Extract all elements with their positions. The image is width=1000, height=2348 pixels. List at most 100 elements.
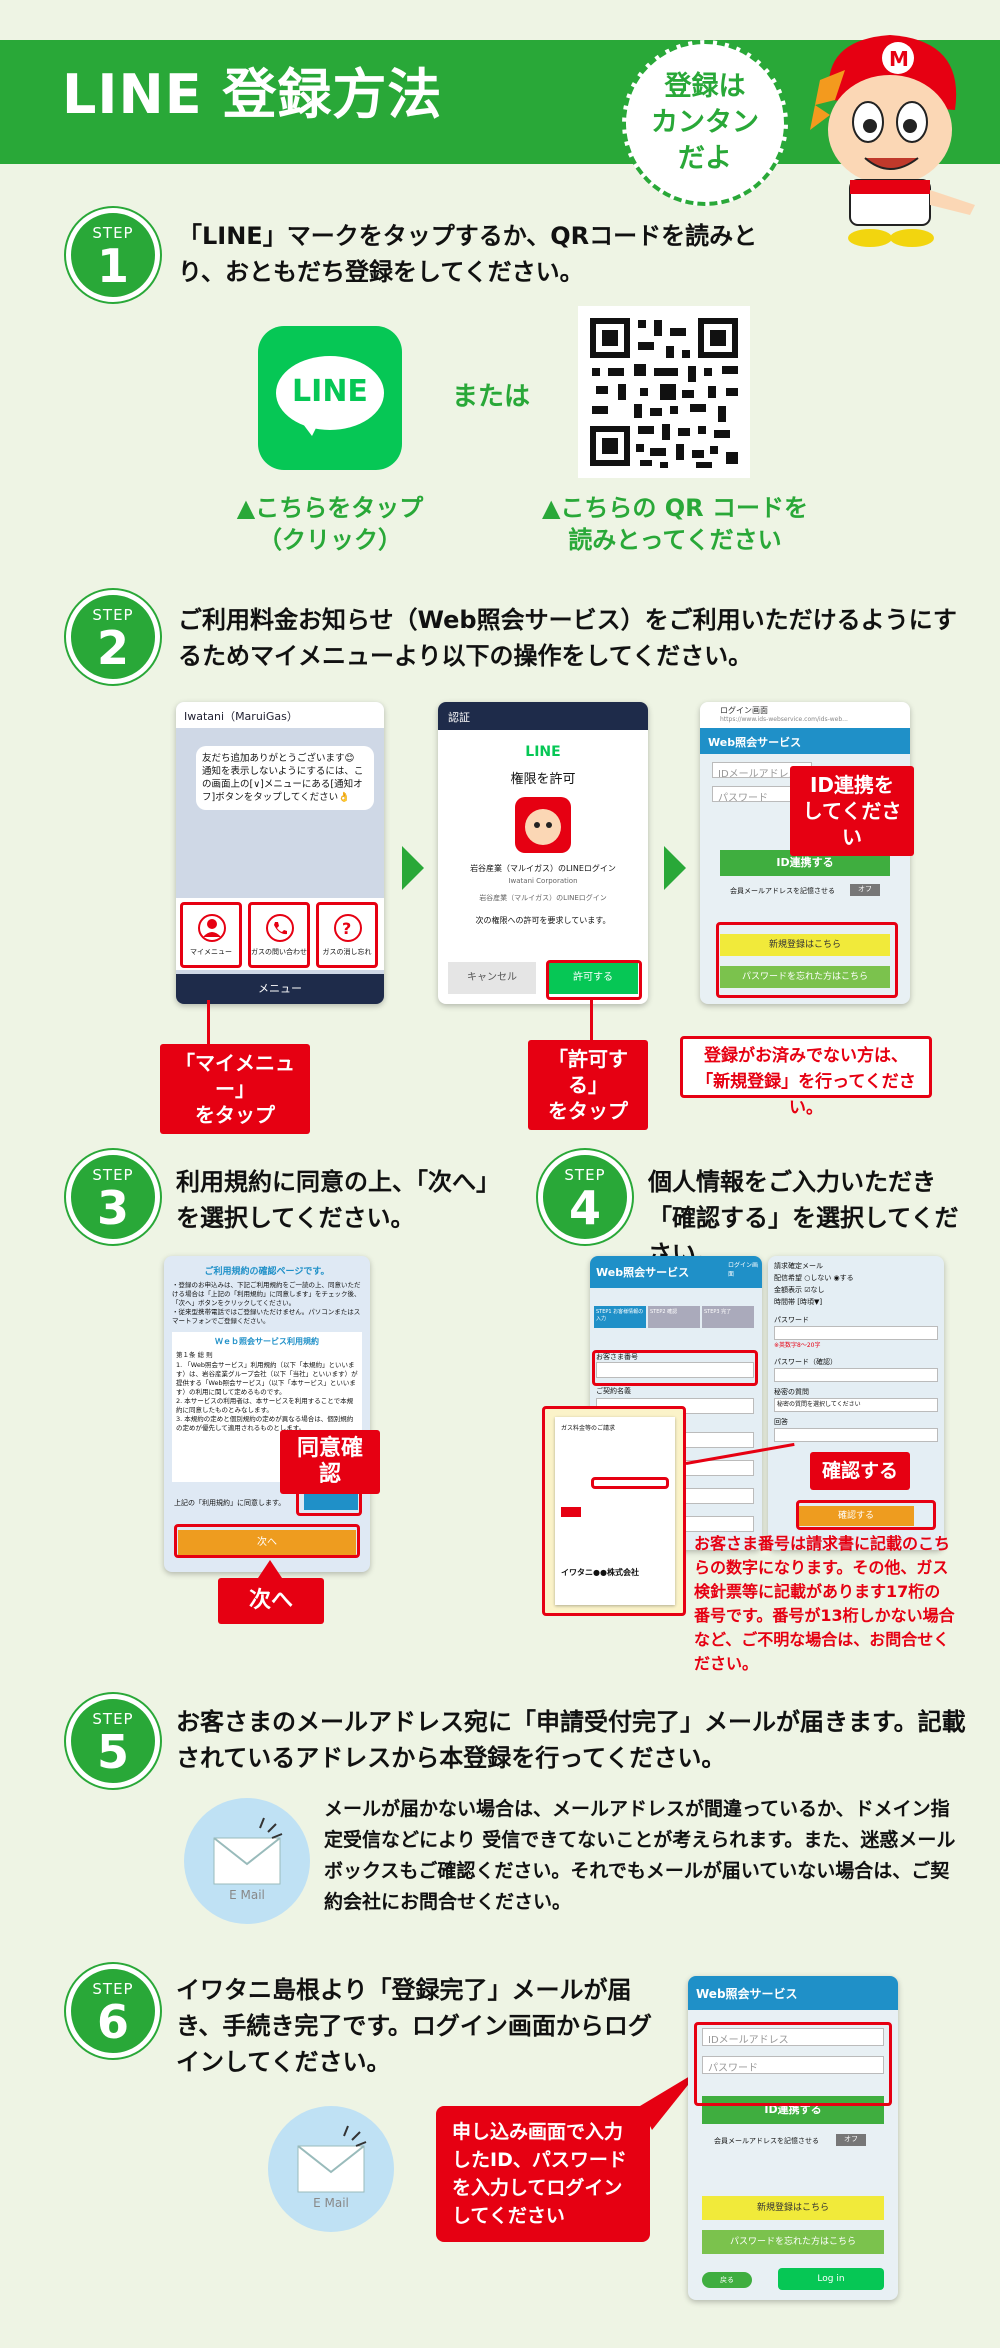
new-register-button[interactable]: 新規登録はこちら [720,934,890,956]
browser-url: https://www.ids-webservice.com/ids-web..… [720,716,848,723]
bill-number-highlight [591,1477,669,1489]
bill-company: イワタニ●●株式会社 [561,1568,639,1577]
arrow-right-1 [402,846,424,890]
info-title: Web照会サービス [590,1256,762,1288]
mascot-illustration: M [810,35,975,247]
tap-note: ▲こちらをタップ （クリック） [236,494,424,554]
final-password-input[interactable]: パスワード [702,2056,884,2074]
password-note: ※英数字8〜20字 [774,1342,821,1349]
mail-label: 請求確定メール [774,1262,823,1270]
next-button[interactable]: 次へ [178,1530,356,1556]
terms-chapter: 第１条 総 則 [176,1351,213,1359]
web-title: Web照会サービス [700,728,910,754]
mail-note: メールが届かない場合は、メールアドレスが間違っているか、ドメイン指定受信などによ… [324,1798,956,1913]
password-label: パスワード [774,1316,809,1324]
bubble-text: 登録は カンタン だよ [651,71,759,174]
auth-line-logo: LINE [525,744,561,760]
line-chat-screen: Iwatani（MaruiGas） 友だち追加ありがとうございます😊 通知を表示… [176,702,384,1004]
allow-highlight [546,960,642,1000]
customer-number-label: お客さま番号 [596,1353,638,1361]
final-remember-toggle[interactable]: オフ [836,2134,866,2146]
customer-number-highlight [592,1350,758,1386]
line-app-icon[interactable]: LINE [258,326,402,470]
menu-bar[interactable]: メニュー [176,974,384,1004]
secret-question-select[interactable]: 秘密の質問を選択してください [774,1398,938,1412]
agree-label: 上記の「利用規約」に同意します。 [174,1499,286,1507]
answer-input[interactable] [774,1428,938,1442]
question-icon: ? [334,914,362,942]
login-fields-highlight [694,2022,892,2106]
mail-options[interactable]: 配信希望 ○しない ◉する [774,1274,854,1282]
password-input-4[interactable] [774,1326,938,1340]
label-next: 次へ [218,1578,324,1624]
label-id-link: ID連携を してください [790,766,914,856]
mymenu-button[interactable]: マイメニュー [180,902,242,968]
step-5-text: お客さまのメールアドレス宛に「申請受付完了」メールが届きます。記載されているアド… [176,1708,966,1772]
contract-name-label: ご契約名義 [596,1387,631,1395]
agree-checkbox[interactable] [304,1494,358,1510]
flow-step-1: STEP1 お客様情報の入力 [594,1306,646,1328]
qr-code[interactable] [578,306,750,478]
line-logo-text: LINE [292,374,368,409]
confirm-highlight [796,1500,936,1530]
or-text: または [452,382,531,412]
callout-tip [258,1560,282,1578]
remember-label: 会員メールアドレスを記憶させる [730,887,835,895]
gas-forgot-button[interactable]: ? ガスの消し忘れ [316,902,378,968]
final-forgot-button[interactable]: パスワードを忘れた方はこちら [702,2230,884,2254]
arrow-right-2 [664,846,686,890]
auth-title: 権限を許可 [510,772,576,787]
auth-request: 次の権限への許可を要求しています。 [475,916,611,925]
step-6-text: イワタニ島根より「登録完了」メールが届き、手続き完了です。ログイン画面からログイ… [176,1976,652,2076]
display-option[interactable]: 金額表示 ☑なし [774,1286,825,1294]
line-login-button[interactable]: Log in [778,2268,884,2290]
forgot-password-button[interactable]: パスワードを忘れた方はこちら [720,966,890,988]
auth-company: 岩谷産業（マルイガス）のLINEログイン [470,864,616,873]
mail-icon: E Mail [184,1798,310,1924]
bill-sample: ガス料金等のご請求 イワタニ●●株式会社 [542,1406,686,1616]
password-confirm-input[interactable] [774,1368,938,1382]
terms-title: Ｗｅｂ照会サービス利用規約 [215,1337,319,1346]
phone-icon [266,914,294,942]
speech-bubble: 登録は カンタン だよ [622,40,788,206]
answer-label: 回答 [774,1418,788,1426]
period-select[interactable]: 時間帯 [時頃▼] [774,1298,823,1306]
allow-button[interactable]: 許可する [548,962,638,994]
callout-line-2 [590,1000,593,1040]
app-icon [515,797,571,853]
customer-number-input[interactable] [596,1362,754,1378]
cancel-button[interactable]: キャンセル [448,962,536,994]
callout-line [207,1000,210,1046]
gas-contact-button[interactable]: ガスの問い合わせ [248,902,310,968]
auth-sub: 岩谷産業（マルイガス）のLINEログイン [479,894,607,902]
svg-text:?: ? [342,919,351,938]
back-button[interactable]: 戻る [702,2272,752,2288]
step-3-text: 利用規約に同意の上、「次へ」を選択してください。 [176,1168,488,1232]
next-highlight [174,1524,360,1558]
terms-body: 1. 「Web照会サービス」利用規約（以下「本規約」といいます）は、岩谷産業グル… [176,1361,358,1432]
flow-step-2: STEP2 確認 [648,1306,700,1328]
final-web-title: Web照会サービス [688,1976,898,2010]
step-1-text: 「LINE」マークをタップするか、QRコードを読みとり、おともだち登録をしてくだ… [178,222,758,286]
menu-label-3: ガスの消し忘れ [322,948,372,956]
remember-toggle[interactable]: オフ [850,884,880,896]
label-tap-allow: 「許可する」 をタップ [528,1040,648,1130]
page-title: LINE 登録方法 [62,63,443,126]
auth-screen: 認証 LINE 権限を許可 岩谷産業（マルイガス）のLINEログイン Iwata… [438,702,648,1004]
menu-label-1: マイメニュー [190,948,232,956]
chat-header: Iwatani（MaruiGas） [176,702,384,728]
mail-icon-2: E Mail [268,2106,394,2232]
final-id-input[interactable]: IDメールアドレス [702,2028,884,2046]
final-id-link-button[interactable]: ID連携する [702,2096,884,2124]
id-input[interactable]: IDメールアドレス [712,762,812,780]
svg-text:M: M [889,47,909,71]
auth-corp: Iwatani Corporation [508,877,578,885]
confirm-button[interactable]: 確認する [798,1506,914,1526]
final-new-register-button[interactable]: 新規登録はこちら [702,2196,884,2220]
label-confirm: 確認する [810,1452,910,1490]
logout-link[interactable]: ログイン画面 [728,1262,759,1278]
